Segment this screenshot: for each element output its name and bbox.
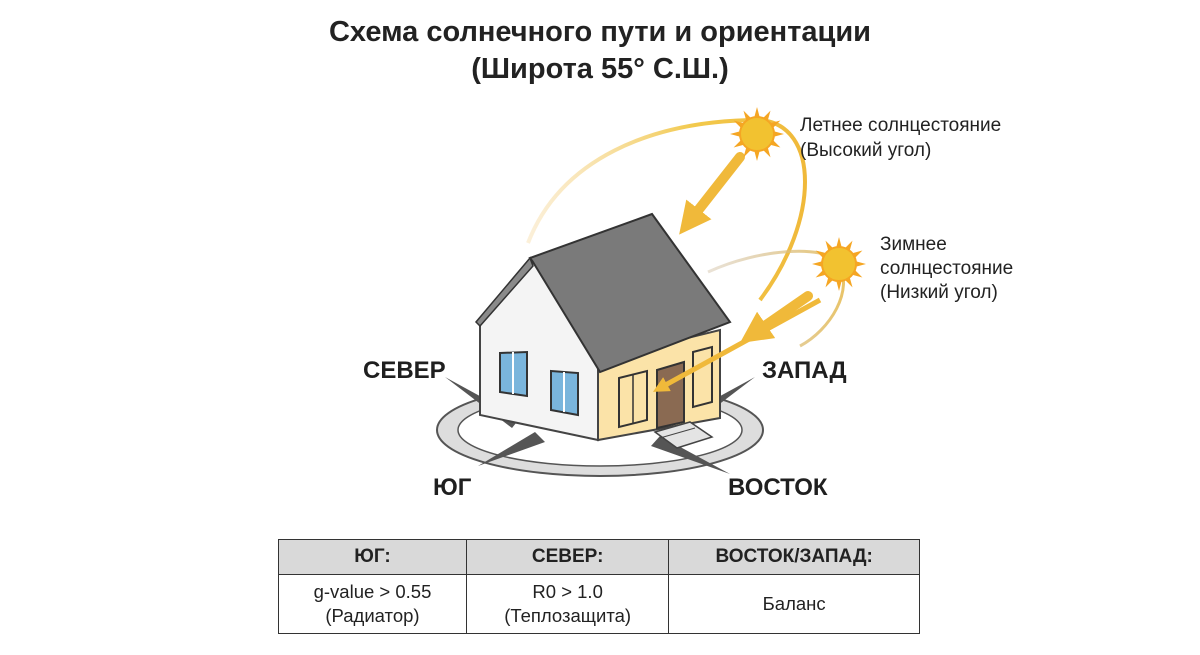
cell-line-1: R0 > 1.0 <box>532 581 603 602</box>
table-cell: Баланс <box>668 574 920 634</box>
compass-west-label: ЗАПАД <box>762 357 847 384</box>
cell-line-2: (Радиатор) <box>325 605 420 626</box>
house-illustration <box>474 212 732 449</box>
compass-north-label: СЕВЕР <box>363 357 446 384</box>
table-row: g-value > 0.55 (Радиатор) R0 > 1.0 (Тепл… <box>278 574 920 634</box>
table-cell: g-value > 0.55 (Радиатор) <box>278 574 467 634</box>
table-header-row: ЮГ: СЕВЕР: ВОСТОК/ЗАПАД: <box>278 539 920 575</box>
house-steps <box>653 421 714 449</box>
summer-label-line-2: (Высокий угол) <box>800 140 931 161</box>
title-line-2: (Широта 55° С.Ш.) <box>471 53 729 85</box>
winter-ray-arrow-2 <box>652 297 822 392</box>
cell-line-2: (Теплозащита) <box>504 605 632 626</box>
house-roof-edge <box>474 256 534 328</box>
sun-icon <box>730 107 784 161</box>
compass-south-label: ЮГ <box>433 474 472 501</box>
sun-icon <box>812 237 866 291</box>
page-title: Схема солнечного пути и ориентации (Широ… <box>0 14 1200 88</box>
summer-ray-arrow <box>679 152 745 235</box>
winter-label-line-1: Зимнее <box>880 234 947 255</box>
compass-point-east <box>651 436 730 474</box>
winter-ray-arrow-1 <box>739 291 813 344</box>
table-header: ЮГ: <box>278 539 467 575</box>
sun-path-diagram: Летнее солнцестояние (Высокий угол) Зимн… <box>363 107 1013 501</box>
table-cell: R0 > 1.0 (Теплозащита) <box>465 574 670 634</box>
summer-label-line-1: Летнее солнцестояние <box>800 115 1001 136</box>
cell-line-1: g-value > 0.55 <box>313 581 432 602</box>
orientation-table: ЮГ: СЕВЕР: ВОСТОК/ЗАПАД: g-value > 0.55 … <box>278 539 920 634</box>
title-line-1: Схема солнечного пути и ориентации <box>328 16 872 48</box>
winter-label-line-2: солнцестояние <box>880 258 1013 279</box>
house-door <box>656 360 685 430</box>
winter-label-line-3: (Низкий угол) <box>880 282 998 303</box>
compass-point-south <box>478 432 545 466</box>
cell-line-1: Баланс <box>762 593 826 614</box>
table-header: СЕВЕР: <box>465 539 670 575</box>
window <box>692 345 713 409</box>
table-header: ВОСТОК/ЗАПАД: <box>668 539 920 575</box>
compass-east-label: ВОСТОК <box>728 474 828 501</box>
